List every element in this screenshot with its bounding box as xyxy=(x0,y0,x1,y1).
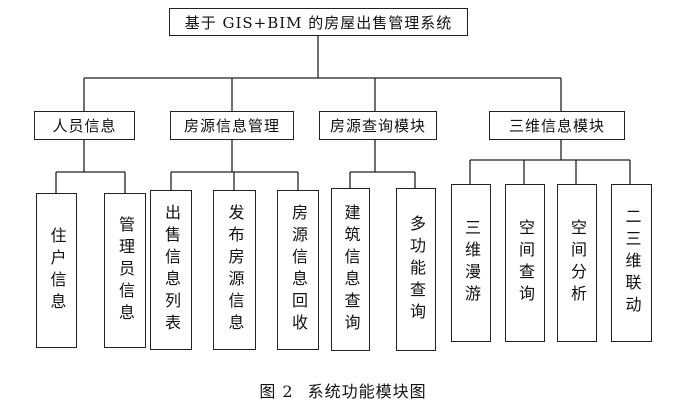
leaf-label: 二三维联动 xyxy=(622,208,642,318)
leaf-label: 发布房源信息 xyxy=(225,204,245,336)
module-node-listing-query: 房源查询模块 xyxy=(319,111,437,140)
leaf-node-admin-info: 管理员信息 xyxy=(104,193,146,348)
leaf-node-spatial-analysis: 空间分析 xyxy=(557,184,597,342)
leaf-node-building-query: 建筑信息查询 xyxy=(331,188,370,351)
module-node-listing-management: 房源信息管理 xyxy=(170,111,294,140)
leaf-node-sale-list: 出售信息列表 xyxy=(150,190,192,350)
leaf-label: 出售信息列表 xyxy=(162,204,181,336)
leaf-label: 多功能查询 xyxy=(407,214,426,325)
leaf-node-multi-query: 多功能查询 xyxy=(396,188,436,351)
leaf-label: 三维漫游 xyxy=(462,219,481,307)
leaf-label: 房源信息回收 xyxy=(289,204,308,336)
leaf-node-3d-roaming: 三维漫游 xyxy=(451,184,491,342)
leaf-label: 住户信息 xyxy=(47,226,67,315)
figure-number: 图 2 xyxy=(259,382,294,401)
root-node: 基于 GIS+BIM 的房屋出售管理系统 xyxy=(169,8,468,36)
leaf-node-publish-listing: 发布房源信息 xyxy=(213,190,256,350)
leaf-label: 空间查询 xyxy=(516,219,535,307)
leaf-node-resident-info: 住户信息 xyxy=(36,193,77,348)
module-label: 三维信息模块 xyxy=(508,117,605,135)
module-label: 人员信息 xyxy=(52,117,117,135)
module-node-3d-info: 三维信息模块 xyxy=(489,111,625,140)
module-node-personnel: 人员信息 xyxy=(34,111,135,140)
module-label: 房源信息管理 xyxy=(183,117,280,135)
figure-title: 系统功能模块图 xyxy=(307,382,427,401)
module-label: 房源查询模块 xyxy=(329,117,426,135)
leaf-node-2d-3d-linkage: 二三维联动 xyxy=(611,184,652,342)
leaf-label: 空间分析 xyxy=(568,219,587,307)
leaf-label: 管理员信息 xyxy=(116,215,135,326)
leaf-label: 建筑信息查询 xyxy=(341,203,361,336)
figure-caption: 图 2 系统功能模块图 xyxy=(0,378,686,402)
leaf-node-spatial-query: 空间查询 xyxy=(505,184,545,342)
leaf-node-listing-recycle: 房源信息回收 xyxy=(277,190,319,350)
root-label: 基于 GIS+BIM 的房屋出售管理系统 xyxy=(184,13,453,32)
